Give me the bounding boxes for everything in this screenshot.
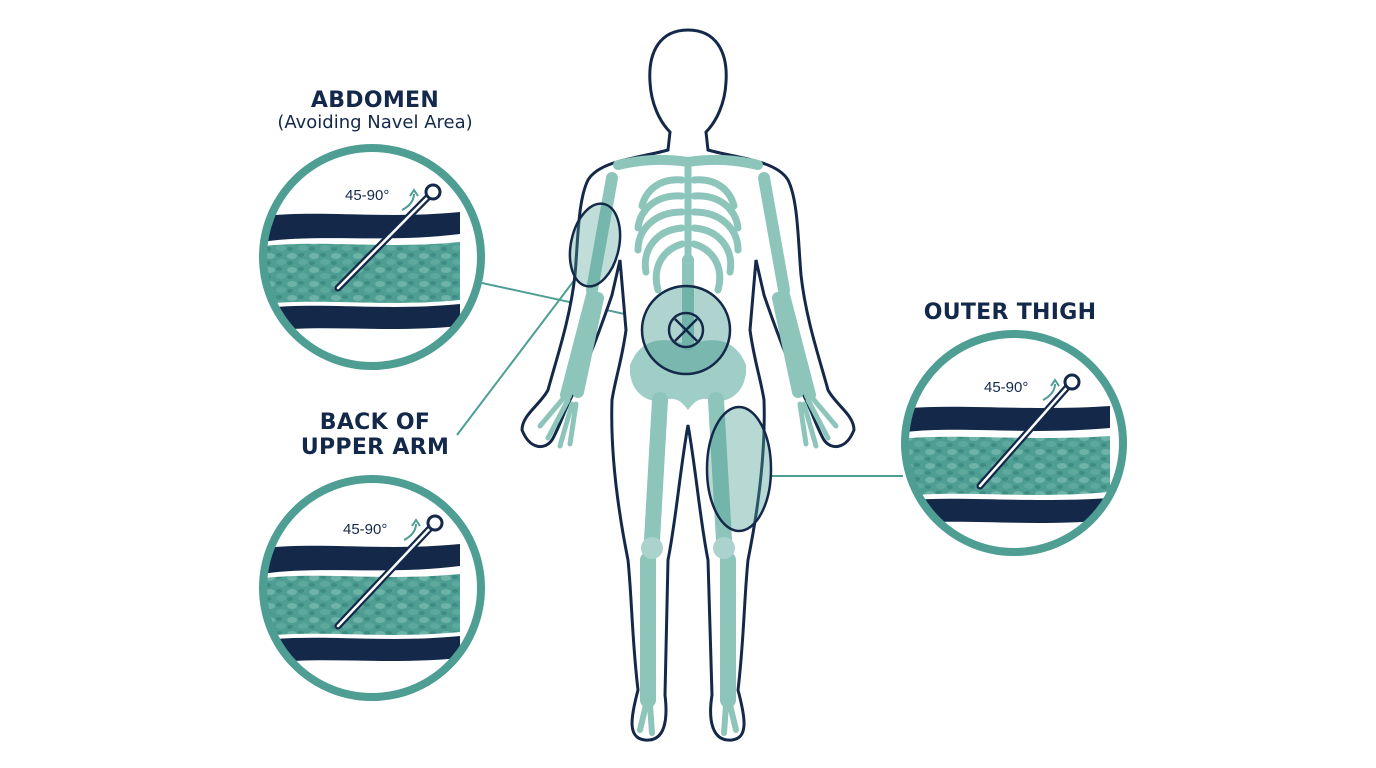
hand-bones (537, 397, 839, 449)
upper-arm-detail-circle: 45-90° (259, 475, 485, 701)
curved-arrow-icon (403, 523, 417, 541)
curved-arrow-icon (1042, 383, 1056, 401)
abdomen-connector (481, 282, 644, 319)
needle-icon (976, 373, 1081, 490)
circle-x-icon (667, 311, 705, 349)
skin-layers-outer-thigh (905, 406, 1110, 526)
upper-arm-connector (456, 269, 583, 436)
left-knee (641, 537, 663, 559)
connector-lines (456, 269, 903, 477)
upper-arm-site (568, 202, 622, 288)
needle-icon (334, 183, 442, 292)
outer-thigh-site (705, 405, 773, 533)
injection-site-highlights (568, 202, 773, 533)
curved-arrow-icon (401, 193, 415, 211)
abdomen-subtitle: (Avoiding Navel Area) (277, 112, 473, 134)
upper-arm-angle-label: 45-90° (343, 521, 387, 538)
abdomen-angle-label: 45-90° (345, 187, 389, 204)
abdomen-detail-circle: 45-90° (259, 144, 485, 370)
outer-thigh-label: OUTER THIGH (910, 300, 1110, 325)
abdomen-label: ABDOMEN (Avoiding Navel Area) (250, 88, 500, 134)
upper-arm-title-line2: UPPER ARM (300, 435, 450, 461)
needle-icon (334, 514, 444, 630)
human-body-figure (520, 28, 856, 742)
foot-bones (637, 702, 739, 736)
outer-thigh-title: OUTER THIGH (923, 300, 1097, 325)
outer-thigh-angle-label: 45-90° (984, 379, 1028, 396)
outer-thigh-detail-circle: 45-90° (901, 330, 1127, 556)
abdomen-title: ABDOMEN (310, 88, 440, 113)
upper-arm-label: BACK OF UPPER ARM (280, 410, 470, 461)
arm-bones (560, 172, 816, 401)
right-knee (713, 537, 735, 559)
upper-arm-title-line1: BACK OF (319, 410, 431, 435)
rib-cage (634, 161, 742, 294)
